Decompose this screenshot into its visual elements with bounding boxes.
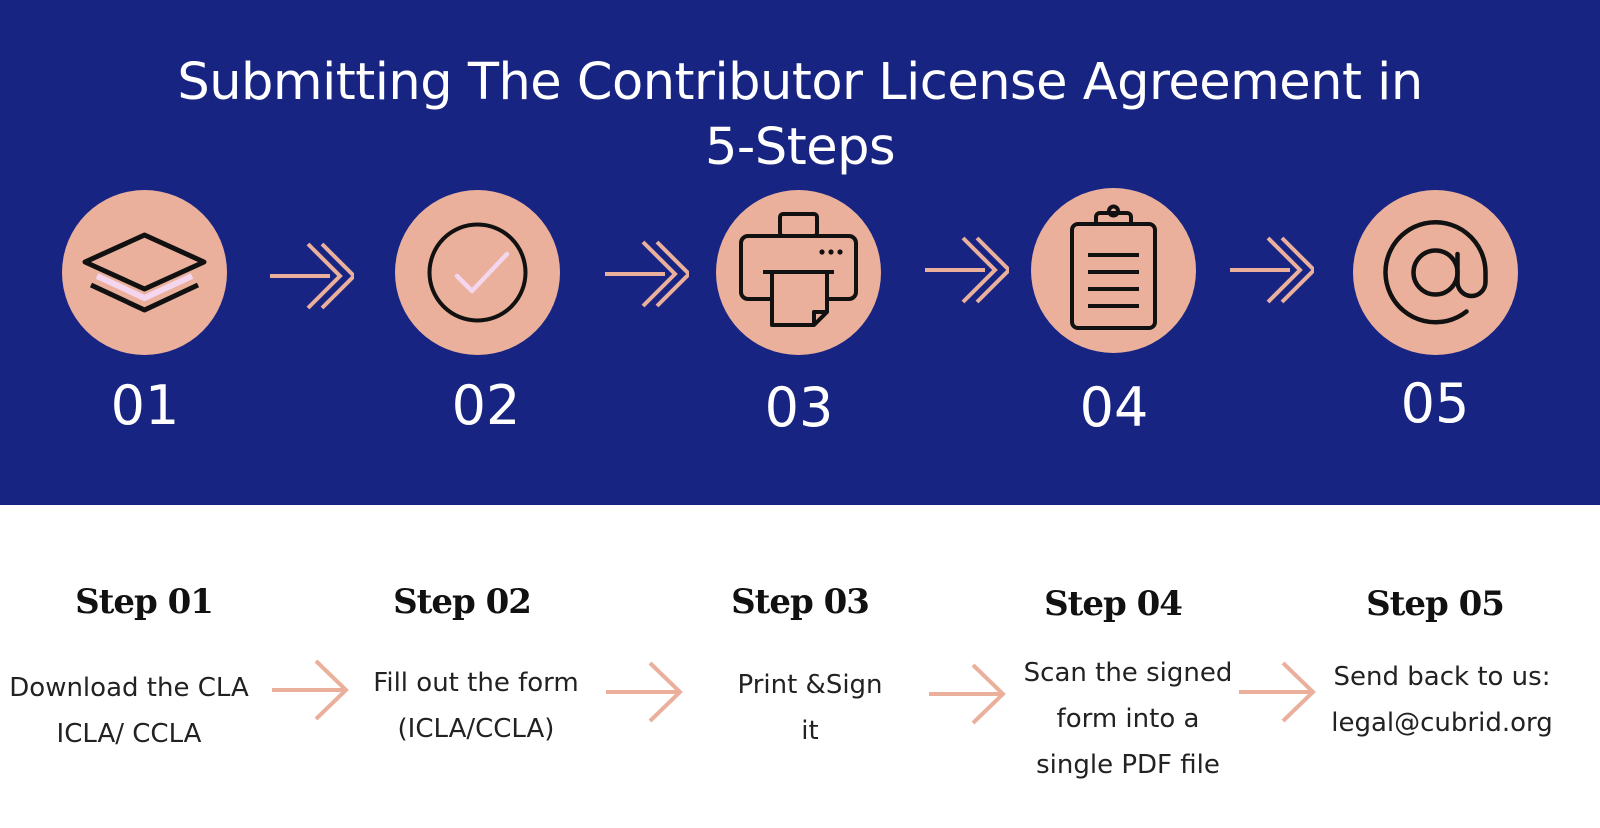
step-01-description: Download the CLA ICLA/ CCLA [9, 673, 249, 749]
step-04-title: Step 04 [1044, 584, 1183, 624]
checkmark-icon [427, 222, 528, 323]
arrow-right-icon [606, 661, 683, 723]
title-line-2: 5-Steps [704, 118, 896, 177]
step-01-title: Step 01 [75, 582, 214, 622]
step-03-circle [716, 190, 881, 355]
step-02-description: Fill out the form (ICLA/CCLA) [373, 668, 579, 744]
step-number-04: 04 [1079, 376, 1149, 439]
step-03-description: Print &Sign it [737, 670, 883, 746]
arrow-right-icon [1239, 661, 1316, 723]
title-line-1: Submitting The Contributor License Agree… [177, 53, 1423, 112]
step-04-circle [1031, 188, 1196, 353]
printer-icon [739, 212, 858, 327]
step-number-03: 03 [764, 376, 834, 439]
arrow-right-icon [270, 242, 354, 310]
page-title: Submitting The Contributor License Agree… [0, 50, 1600, 180]
arrow-right-icon [925, 236, 1009, 304]
clipboard-icon [1070, 204, 1157, 330]
step-02-circle [395, 190, 560, 355]
step-01-circle [62, 190, 227, 355]
step-number-02: 02 [451, 374, 521, 437]
step-05-circle [1353, 190, 1518, 355]
step-05-title: Step 05 [1366, 584, 1505, 624]
step-04-description: Scan the signed form into a single PDF f… [1023, 658, 1233, 780]
step-05-description: Send back to us: legal@cubrid.org [1331, 662, 1553, 738]
step-number-01: 01 [110, 374, 180, 437]
arrow-right-icon [1230, 236, 1314, 304]
step-02-title: Step 02 [393, 582, 532, 622]
arrow-right-icon [605, 240, 689, 308]
at-sign-icon [1383, 220, 1488, 325]
layers-icon [82, 232, 207, 313]
arrow-right-icon [272, 659, 349, 721]
arrow-right-icon [929, 663, 1006, 725]
step-03-title: Step 03 [731, 582, 870, 622]
step-number-05: 05 [1400, 372, 1470, 435]
